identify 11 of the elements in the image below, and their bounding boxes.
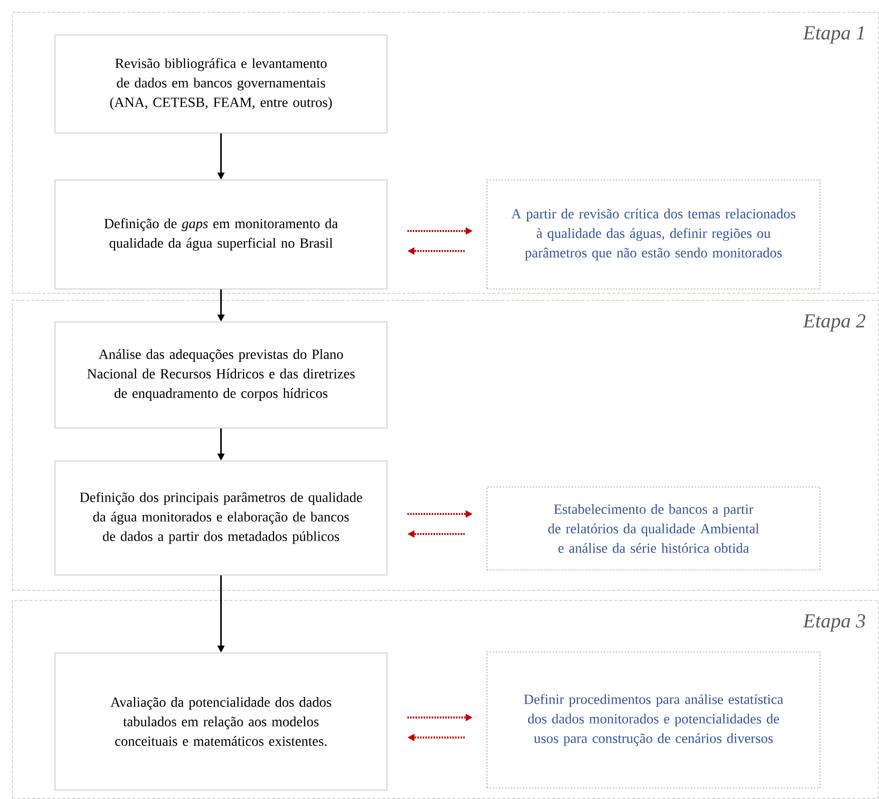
- stage-label: Etapa 1: [802, 26, 864, 44]
- process-box: Revisão bibliográfica e levantamento de dados em bancos governamentais (ANA, CETESB, FEAM, entre outros): [54, 34, 388, 134]
- note-box: Estabelecimento de bancos a partir de relatórios da qualidade Ambiental e análise da série histórica obtida: [486, 486, 820, 570]
- note-box: A partir de revisão crítica dos temas relacionados à qualidade das águas, definir regiões ou parâmetros que não estão sendo monitorados: [486, 180, 820, 290]
- process-box: Definição de gaps em monitoramento da qualidade da água superficial no Brasil: [54, 180, 388, 290]
- note-box: Definir procedimentos para análise estatística dos dados monitorados e potencialidades de usos para construção de cenários diversos: [486, 652, 820, 788]
- stage-label: Etapa 2: [802, 314, 866, 332]
- process-box: Definição dos principais parâmetros de qualidade da água monitorados e elaboração de bancos de dados a partir dos metadados públicos: [54, 460, 388, 576]
- process-box: Análise das adequações previstas do Plano Nacional de Recursos Hídricos e das diretrizes de enquadramento de corpos hídricos: [54, 322, 388, 428]
- stage-label: Etapa 3: [802, 614, 866, 632]
- process-box: Avaliação da potencialidade dos dados tabulados em relação aos modelos conceituais e matemáticos existentes.: [54, 652, 388, 790]
